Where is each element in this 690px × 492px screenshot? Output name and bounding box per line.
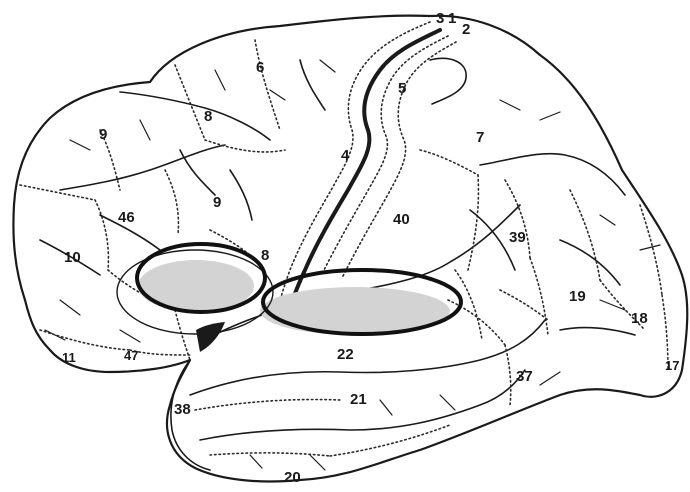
label-area-11: 11 (62, 350, 76, 365)
label-area-19: 19 (569, 288, 586, 305)
label-area-46: 46 (118, 209, 135, 226)
label-area-21: 21 (350, 391, 367, 408)
label-area-2: 2 (462, 21, 470, 38)
label-area-47: 47 (124, 348, 138, 363)
label-area-6: 6 (256, 59, 264, 76)
label-area-18: 18 (631, 310, 648, 327)
cortex-outline (13, 16, 687, 482)
label-area-17: 17 (665, 358, 679, 373)
label-area-9-lower: 9 (213, 194, 221, 211)
label-area-37: 37 (516, 368, 533, 385)
label-area-1: 1 (448, 10, 456, 27)
label-area-8-lower: 8 (261, 247, 269, 264)
label-area-4: 4 (341, 147, 350, 164)
label-area-7: 7 (476, 129, 484, 146)
label-area-10: 10 (64, 249, 81, 266)
label-area-38: 38 (174, 401, 191, 418)
label-area-9: 9 (99, 126, 107, 143)
label-area-39: 39 (509, 229, 526, 246)
label-area-8: 8 (204, 108, 212, 125)
label-area-40: 40 (393, 211, 410, 228)
label-area-22: 22 (337, 346, 354, 363)
label-area-5: 5 (398, 80, 406, 97)
label-area-3: 3 (436, 10, 444, 27)
label-area-20: 20 (284, 469, 301, 486)
